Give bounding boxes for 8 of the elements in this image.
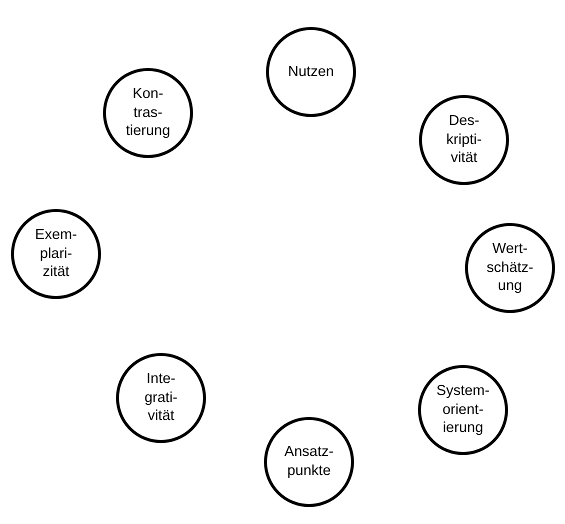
node-label: Ansatz- punkte	[284, 443, 334, 481]
node-label: Inte- grati- vität	[144, 370, 178, 426]
node-label: Des- kripti- vität	[446, 112, 482, 168]
node-label: Nutzen	[288, 62, 334, 82]
node-label: System- orient- ierung	[436, 382, 490, 438]
node-label: Kon- tras- tierung	[126, 84, 170, 142]
node-label: Exem- plari- zität	[35, 226, 77, 282]
node-label: Wert- schätz- ung	[486, 240, 534, 296]
